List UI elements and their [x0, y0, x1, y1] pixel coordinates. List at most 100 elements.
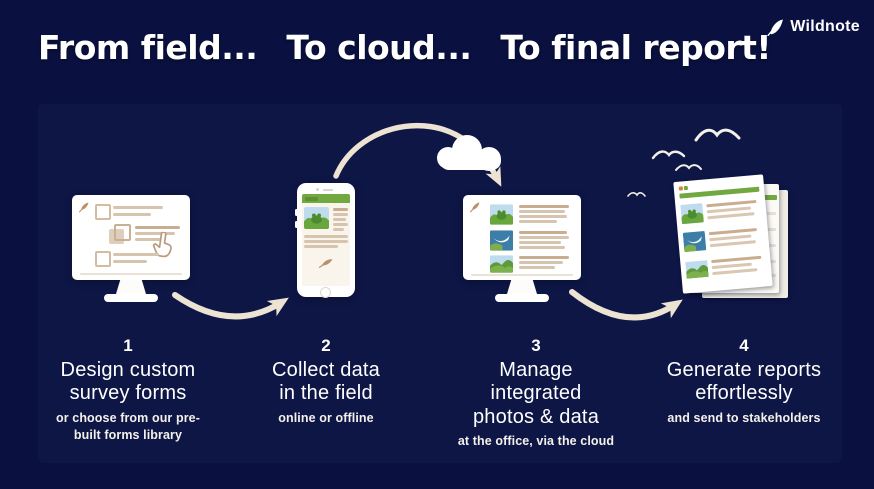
feather-icon — [469, 202, 480, 213]
report-text-line — [767, 228, 776, 231]
step-note: at the office, via the cloud — [438, 433, 634, 450]
monitor-screen — [72, 195, 190, 280]
report-text-line — [711, 255, 762, 263]
monitor-design-forms-illustration — [72, 195, 190, 302]
frog-photo-thumbnail — [304, 207, 329, 229]
step-number: 4 — [739, 336, 749, 355]
step-title-line: in the field — [279, 382, 373, 405]
record-text-line — [304, 240, 348, 243]
record-text-line — [519, 210, 565, 213]
whale-photo-thumbnail — [682, 230, 707, 253]
phone-camera-dot — [316, 188, 319, 191]
report-text-line — [712, 268, 758, 275]
step-number: 3 — [531, 336, 541, 355]
record-text-line — [519, 231, 567, 234]
record-text-line — [304, 245, 338, 248]
title-segment-cloud: To cloud... — [286, 28, 472, 67]
record-text-line — [519, 256, 569, 259]
report-stack-illustration — [673, 174, 794, 320]
form-field — [114, 224, 131, 241]
monitor-stand — [507, 280, 537, 294]
step-note: and send to stakeholders — [636, 410, 852, 427]
report-header-bar — [679, 186, 760, 199]
record-text-line — [519, 266, 555, 269]
step-title-line: integrated — [490, 382, 582, 405]
record-text-line — [304, 235, 348, 238]
app-header-pill — [305, 197, 318, 201]
step-title-line: Design custom — [60, 359, 196, 381]
title-segment-field: From field... — [38, 28, 258, 67]
record-text-line — [519, 220, 557, 223]
step-note: online or offline — [238, 410, 414, 427]
report-text-line — [767, 212, 776, 215]
phone-collect-data-illustration — [295, 183, 355, 298]
step-1-caption: 1 Design custom survey forms or choose f… — [28, 336, 228, 444]
form-text-line — [113, 260, 147, 263]
phone-side-button — [295, 209, 298, 216]
step-3-caption: 3 Manage integrated photos & data at the… — [438, 336, 634, 450]
screen-divider — [471, 274, 573, 276]
form-text-line — [135, 226, 180, 229]
record-text-line — [519, 246, 565, 249]
report-text-line — [706, 206, 751, 213]
phone-home-button — [320, 287, 331, 298]
report-logo-dot — [678, 186, 684, 191]
monitor-base — [104, 294, 158, 302]
report-text-line — [711, 262, 752, 269]
feather-icon — [318, 259, 333, 268]
record-text-line — [519, 261, 563, 264]
step-number: 1 — [123, 336, 133, 355]
monitor-base — [495, 294, 549, 302]
step-note: or choose from our pre- built forms libr… — [28, 410, 228, 444]
step-title-line: effortlessly — [695, 382, 793, 405]
form-text-line — [113, 253, 159, 256]
monitor-manage-photos-illustration — [463, 195, 581, 302]
form-checkbox — [95, 204, 111, 220]
form-text-line — [113, 213, 151, 216]
record-text-line — [519, 205, 569, 208]
record-text-line — [333, 213, 348, 216]
report-text-line — [707, 212, 755, 219]
step-title-line: survey forms — [69, 382, 187, 405]
form-checkbox — [95, 251, 111, 267]
step-title-line: photos & data — [472, 405, 600, 428]
feather-icon — [78, 202, 89, 213]
hills-photo-thumbnail — [685, 260, 709, 279]
hills-photo-thumbnail — [490, 255, 513, 273]
record-text-line — [333, 228, 344, 231]
app-header-bar — [302, 194, 350, 203]
phone-screen — [302, 194, 350, 286]
monitor-screen — [463, 195, 581, 280]
report-text-line — [709, 234, 752, 241]
step-note-line: at the office, via the cloud — [457, 434, 615, 449]
step-title-line: Generate reports — [666, 359, 822, 381]
report-logo-dot — [683, 185, 689, 191]
feather-icon — [767, 19, 784, 36]
page-title: From field... To cloud... To final repor… — [38, 28, 771, 67]
record-text-line — [333, 218, 346, 221]
record-text-line — [333, 208, 348, 211]
brand-name: Wildnote — [790, 18, 860, 35]
report-text-line — [709, 240, 756, 247]
form-text-line — [135, 232, 175, 235]
step-note-line: built forms library — [73, 427, 183, 442]
report-text-line — [767, 244, 776, 247]
step-note-line: and send to stakeholders — [667, 410, 821, 425]
phone-speaker — [323, 188, 333, 191]
step-note-line: online or offline — [278, 410, 374, 425]
hand-cursor-icon — [152, 231, 172, 258]
step-title-line: Manage — [499, 359, 573, 381]
monitor-stand — [116, 280, 146, 294]
step-title-line: Collect data — [271, 359, 380, 381]
form-text-line — [135, 238, 161, 241]
record-text-line — [333, 223, 348, 226]
step-4-caption: 4 Generate reports effortlessly and send… — [636, 336, 852, 427]
report-page-front — [673, 174, 773, 294]
screen-divider — [80, 273, 182, 275]
step-2-caption: 2 Collect data in the field online or of… — [238, 336, 414, 427]
phone-side-button — [295, 221, 298, 228]
report-text-line — [767, 260, 776, 263]
record-text-line — [519, 241, 561, 244]
step-note-line: or choose from our pre- — [56, 410, 200, 425]
